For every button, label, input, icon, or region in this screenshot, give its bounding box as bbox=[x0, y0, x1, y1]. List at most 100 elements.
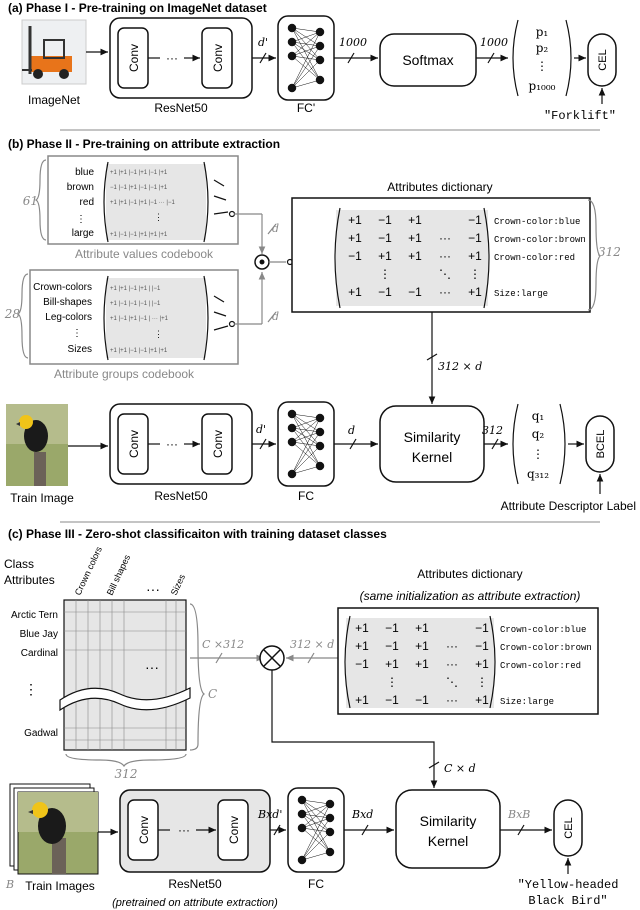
attribute-values-codebook bbox=[47, 155, 239, 245]
svg-text:Cardinal: Cardinal bbox=[21, 648, 58, 659]
phase3-section: (c) Phase III - Zero-shot classificaiton… bbox=[4, 527, 618, 909]
groups-codebook-cells: +1 |+1 |−1 |+1 | |−1 +1 |−1 |−1 |−1 | |−… bbox=[110, 286, 169, 354]
dict-row-label: Size:large bbox=[494, 289, 548, 299]
dict-row-label: Crown-color:red bbox=[494, 253, 575, 263]
phase2-loss-block bbox=[585, 415, 615, 473]
svg-text:Conv: Conv bbox=[127, 430, 141, 458]
svg-text:⋮: ⋮ bbox=[154, 212, 163, 222]
svg-text:Arctic Tern: Arctic Tern bbox=[11, 610, 58, 621]
dict-cell: +1 bbox=[348, 285, 362, 299]
svg-text:+1 |−1 |−1 |+1 |+1 |+1: +1 |−1 |−1 |+1 |+1 |+1 bbox=[110, 232, 168, 238]
dict-cell: +1 bbox=[475, 657, 489, 671]
phase2-title: (b) Phase II - Pre-training on attribute… bbox=[8, 137, 280, 151]
class-attribute-matrix: ··· bbox=[59, 599, 191, 751]
groups-count: 28 bbox=[4, 307, 21, 321]
phase3-resnet-label: ResNet50 bbox=[168, 877, 222, 891]
groups-codebook-label: Attribute groups codebook bbox=[54, 367, 195, 381]
dict-cell: −1 bbox=[385, 693, 399, 707]
svg-text:brown: brown bbox=[67, 182, 94, 193]
phase2-target-label: Attribute Descriptor Label bbox=[501, 499, 636, 513]
svg-text:C ×312: C ×312 bbox=[202, 638, 244, 651]
groups-selector bbox=[213, 272, 266, 331]
svg-text:⋮: ⋮ bbox=[76, 214, 86, 225]
svg-text:large: large bbox=[72, 228, 95, 239]
phase1-title: (a) Phase I - Pre-training on ImageNet d… bbox=[8, 1, 267, 15]
phase2-dict-count: 312 bbox=[598, 245, 621, 259]
svg-text:Blue Jay: Blue Jay bbox=[20, 629, 58, 640]
svg-text:CEL: CEL bbox=[563, 817, 575, 838]
svg-text:BCEL: BCEL bbox=[595, 430, 607, 459]
dict-cell: +1 bbox=[408, 213, 422, 227]
svg-text:blue: blue bbox=[75, 167, 94, 178]
dict-cell: +1 bbox=[415, 657, 429, 671]
svg-text:q₁: q₁ bbox=[532, 409, 545, 423]
svg-text:···: ··· bbox=[146, 581, 160, 597]
phase3-dim-312: 312 bbox=[115, 767, 138, 781]
svg-text:d': d' bbox=[258, 36, 268, 49]
svg-text:BxB: BxB bbox=[507, 808, 530, 821]
svg-text:d: d bbox=[272, 310, 279, 323]
phase2-conv-2 bbox=[201, 413, 233, 475]
dict-cell: −1 bbox=[475, 621, 489, 635]
svg-text:p₁₀₀₀: p₁₀₀₀ bbox=[529, 79, 556, 93]
svg-text:···: ··· bbox=[178, 823, 190, 837]
dict-cell: −1 bbox=[348, 249, 362, 263]
phase2-section: (b) Phase II - Pre-training on attribute… bbox=[4, 137, 636, 523]
phase3-fc-network bbox=[297, 795, 335, 865]
svg-text:+1 |+1 |−1 |+1 |−1 |+1: +1 |+1 |−1 |+1 |−1 |+1 bbox=[110, 170, 168, 176]
phase1-conv-2 bbox=[201, 27, 233, 89]
svg-text:Leg-colors: Leg-colors bbox=[45, 312, 92, 323]
svg-text:B: B bbox=[5, 878, 14, 891]
phase1-fc-network bbox=[287, 23, 325, 93]
dict-cell: −1 bbox=[408, 285, 422, 299]
dict-cell: +1 bbox=[468, 249, 482, 263]
dict-cell: −1 bbox=[378, 231, 392, 245]
svg-text:Gadwal: Gadwal bbox=[24, 728, 58, 739]
phase3-title: (c) Phase III - Zero-shot classificaiton… bbox=[8, 527, 387, 541]
softmax-block bbox=[379, 33, 477, 87]
svg-text:Crown colors: Crown colors bbox=[73, 545, 104, 597]
dict-cell: −1 bbox=[468, 213, 482, 227]
phase3-loss-block bbox=[553, 799, 583, 857]
svg-text:⋮: ⋮ bbox=[72, 328, 82, 339]
svg-text:Similarity: Similarity bbox=[404, 429, 461, 445]
values-count: 61 bbox=[23, 194, 38, 208]
dict-row-label: Crown-color:brown bbox=[494, 235, 586, 245]
dict-cell: −1 bbox=[355, 657, 369, 671]
dict-cell: +1 bbox=[348, 213, 362, 227]
svg-text:Conv: Conv bbox=[211, 430, 225, 458]
phase2-dict-title: Attributes dictionary bbox=[387, 180, 492, 194]
svg-text:⋮: ⋮ bbox=[154, 329, 163, 339]
dict-cell: ⋱ bbox=[446, 675, 458, 689]
phase3-fc-label: FC bbox=[308, 877, 324, 891]
dict-cell: +1 bbox=[355, 693, 369, 707]
dict-cell: +1 bbox=[468, 285, 482, 299]
dict-cell: +1 bbox=[408, 249, 422, 263]
svg-text:q₂: q₂ bbox=[532, 427, 545, 441]
dict-row-label: Size:large bbox=[500, 697, 554, 707]
phase2-resnet-label: ResNet50 bbox=[154, 489, 208, 503]
phase1-target-label: "Forklift" bbox=[544, 109, 616, 123]
svg-text:Conv: Conv bbox=[211, 44, 225, 72]
dict-row-label: Crown-color:red bbox=[500, 661, 581, 671]
dict-cell: ⋮ bbox=[386, 675, 398, 689]
phase3-dict-subtitle: (same initialization as attribute extrac… bbox=[360, 589, 581, 603]
svg-text:−1 |−1 |+1 |−1 |−1 |+1: −1 |−1 |+1 |−1 |−1 |+1 bbox=[110, 185, 168, 191]
phase1-section: (a) Phase I - Pre-training on ImageNet d… bbox=[8, 1, 617, 131]
svg-text:312: 312 bbox=[482, 424, 503, 437]
values-codebook-cells: +1 |+1 |−1 |+1 |−1 |+1 −1 |−1 |+1 |−1 |−… bbox=[110, 170, 175, 238]
dict-cell: +1 bbox=[355, 621, 369, 635]
softmax-label: Softmax bbox=[402, 52, 453, 68]
svg-text:d: d bbox=[272, 222, 279, 235]
svg-text:···: ··· bbox=[166, 437, 178, 451]
svg-text:p₂: p₂ bbox=[536, 41, 549, 55]
dict-cell: +1 bbox=[355, 639, 369, 653]
dict-cell: +1 bbox=[475, 693, 489, 707]
svg-text:Conv: Conv bbox=[227, 816, 241, 844]
dict-cell: ⋮ bbox=[476, 675, 488, 689]
phase3-dict-title: Attributes dictionary bbox=[417, 567, 522, 581]
dict-cell: ⋮ bbox=[469, 267, 481, 281]
svg-text:1000: 1000 bbox=[480, 36, 508, 49]
